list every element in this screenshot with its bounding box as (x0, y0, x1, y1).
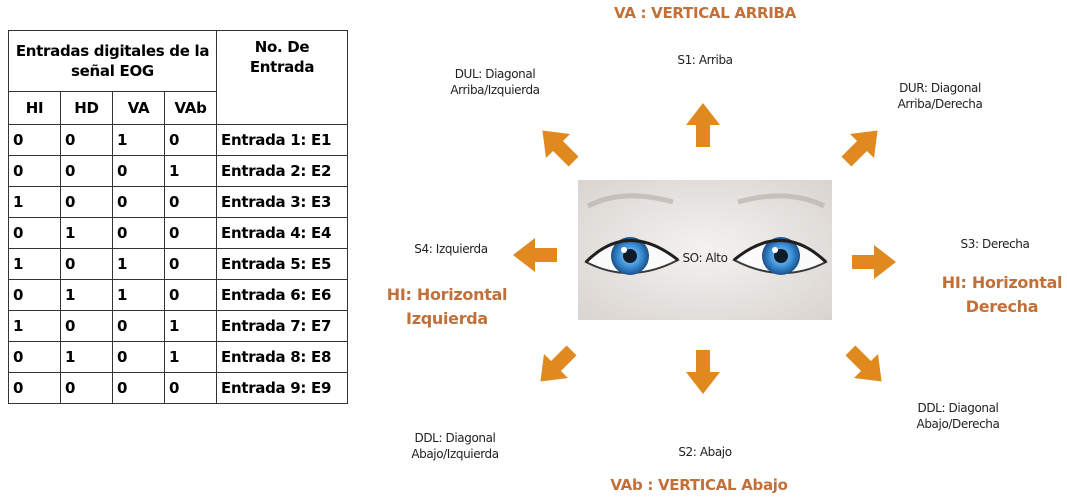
table-row: 0 0 0 1 Entrada 2: E2 (8, 155, 348, 187)
table-row: 0 1 1 0 Entrada 6: E6 (8, 279, 348, 311)
eog-input-table: Entradas digitales de la señal EOG No. D… (8, 30, 348, 404)
entrada-cell: Entrada 5: E5 (216, 248, 348, 280)
arrow-down-left-icon (528, 338, 584, 394)
hd-right-title-line2: Derecha (965, 297, 1039, 316)
table-row: 0 1 0 1 Entrada 8: E8 (8, 341, 348, 373)
label-ddl-right-line2: Abajo/Derecha (916, 417, 1000, 432)
header-vab: VAb (164, 91, 217, 125)
label-ddl-right-line1: DDL: Diagonal (917, 401, 999, 415)
label-dul-line2: Arriba/Izquierda (450, 83, 540, 98)
label-dur-line2: Arriba/Derecha (897, 97, 983, 112)
entrada-cell: Entrada 1: E1 (216, 124, 348, 156)
bit-cell: 0 (112, 217, 165, 249)
bit-cell: 0 (112, 372, 165, 404)
arrow-down-right-icon (838, 338, 894, 394)
label-s4-left: S4: Izquierda (414, 242, 488, 256)
entrada-cell: Entrada 6: E6 (216, 279, 348, 311)
eyes-illustration (578, 180, 832, 320)
eyes-image (578, 180, 832, 320)
table-row: 0 0 0 0 Entrada 9: E9 (8, 372, 348, 404)
arrow-up-icon (686, 103, 720, 147)
arrow-down-icon (686, 350, 720, 394)
bit-cell: 1 (164, 310, 217, 342)
hd-right-title-line1: HI: Horizontal (941, 273, 1063, 292)
header-digital-inputs: Entradas digitales de la señal EOG (8, 30, 217, 92)
label-ddl-left: DDL: Diagonal Abajo/Izquierda (390, 430, 520, 462)
table-row: 1 0 0 1 Entrada 7: E7 (8, 310, 348, 342)
arrow-left-icon (513, 238, 557, 272)
bit-cell: 1 (164, 155, 217, 187)
bit-cell: 0 (8, 372, 61, 404)
label-ddl-right: DDL: Diagonal Abajo/Derecha (893, 400, 1023, 432)
label-dur: DUR: Diagonal Arriba/Derecha (875, 80, 1005, 112)
header-hd: HD (60, 91, 113, 125)
entrada-cell: Entrada 3: E3 (216, 186, 348, 218)
header-va: VA (112, 91, 165, 125)
bit-cell: 1 (112, 248, 165, 280)
bit-cell: 0 (60, 372, 113, 404)
bit-cell: 1 (164, 341, 217, 373)
label-ddl-left-line1: DDL: Diagonal (414, 431, 496, 445)
label-s0-stop: SO: Alto (682, 251, 728, 265)
arrow-up-right-icon (834, 118, 890, 174)
entrada-cell: Entrada 9: E9 (216, 372, 348, 404)
label-s1-up: S1: Arriba (677, 53, 733, 67)
table-row: 1 0 0 0 Entrada 3: E3 (8, 186, 348, 218)
entrada-cell: Entrada 2: E2 (216, 155, 348, 187)
label-s2-down: S2: Abajo (678, 445, 732, 459)
bit-cell: 1 (112, 279, 165, 311)
bit-cell: 0 (164, 124, 217, 156)
label-s3-right: S3: Derecha (960, 237, 1030, 251)
bit-cell: 0 (60, 124, 113, 156)
bit-cell: 0 (8, 217, 61, 249)
label-dul: DUL: Diagonal Arriba/Izquierda (430, 66, 560, 98)
bit-cell: 1 (60, 341, 113, 373)
label-ddl-left-line2: Abajo/Izquierda (411, 447, 499, 462)
hi-left-title-line1: HI: Horizontal (386, 285, 508, 304)
bit-cell: 0 (60, 186, 113, 218)
label-dul-line1: DUL: Diagonal (454, 67, 536, 81)
va-title: VA : VERTICAL ARRIBA (614, 4, 796, 22)
bit-cell: 0 (8, 341, 61, 373)
header-hi: HI (8, 91, 61, 125)
bit-cell: 1 (60, 279, 113, 311)
vab-title: VAb : VERTICAL Abajo (610, 476, 788, 494)
header-input-number: No. De Entrada (216, 30, 348, 125)
arrow-right-icon (852, 245, 896, 279)
hd-right-title: HI: Horizontal Derecha (938, 271, 1066, 319)
arrow-up-left-icon (530, 118, 586, 174)
entrada-cell: Entrada 8: E8 (216, 341, 348, 373)
label-dur-line1: DUR: Diagonal (899, 81, 981, 95)
bit-cell: 1 (60, 217, 113, 249)
hi-left-title: HI: Horizontal Izquierda (380, 283, 514, 331)
hi-left-title-line2: Izquierda (406, 309, 488, 328)
